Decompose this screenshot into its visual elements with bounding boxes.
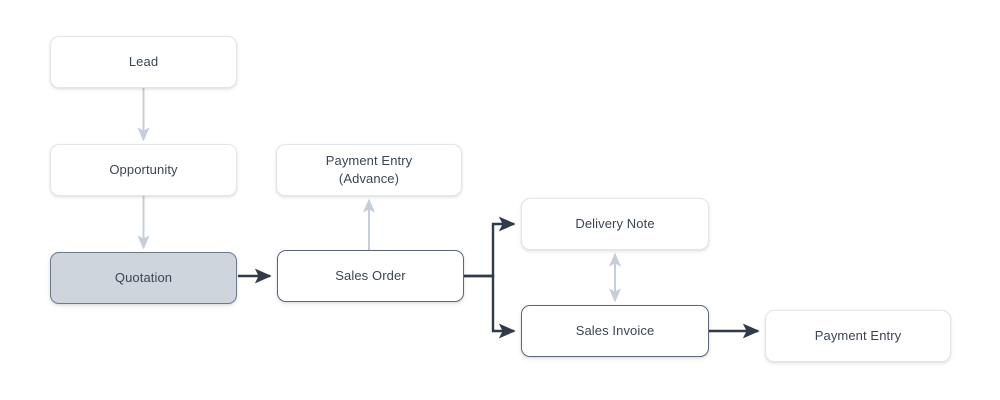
node-delivery-note[interactable]: Delivery Note (521, 198, 709, 250)
node-sales-order-label: Sales Order (335, 268, 406, 284)
node-sales-order[interactable]: Sales Order (277, 250, 464, 302)
node-sales-invoice[interactable]: Sales Invoice (521, 305, 709, 357)
node-sales-invoice-label: Sales Invoice (575, 323, 655, 339)
node-lead[interactable]: Lead (50, 36, 237, 88)
node-lead-label: Lead (128, 54, 159, 70)
node-payment-entry-advance-label: Payment Entry (Advance) (325, 153, 413, 186)
node-delivery-note-label: Delivery Note (575, 216, 655, 232)
node-quotation[interactable]: Quotation (50, 252, 237, 304)
node-quotation-label: Quotation (114, 270, 173, 286)
node-payment-entry-advance[interactable]: Payment Entry (Advance) (276, 144, 462, 196)
node-payment-entry[interactable]: Payment Entry (765, 310, 951, 362)
node-opportunity-label: Opportunity (109, 162, 178, 178)
node-payment-entry-label: Payment Entry (814, 328, 902, 344)
node-opportunity[interactable]: Opportunity (50, 144, 237, 196)
edge-sales-order-to-sales-invoice (464, 274, 516, 339)
edge-sales-order-to-delivery-note (464, 216, 516, 278)
